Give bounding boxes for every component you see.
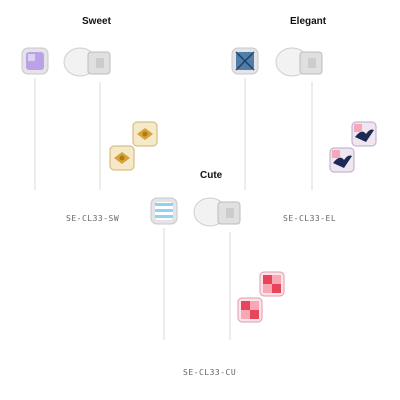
charm-sweet-2	[109, 145, 135, 171]
charm-cute-1	[259, 271, 285, 297]
charm-cute-2	[237, 297, 263, 323]
product-title-cute: Cute	[200, 170, 223, 181]
model-number-cute: SE-CL33-CU	[183, 368, 237, 377]
charm-sweet-1	[132, 121, 158, 147]
model-number-elegant: SE-CL33-EL	[283, 214, 337, 223]
charm-elegant-2	[329, 147, 355, 173]
model-number-sweet: SE-CL33-SW	[66, 214, 120, 223]
charm-elegant-1	[351, 121, 377, 147]
product-title-sweet: Sweet	[82, 16, 111, 27]
product-title-elegant: Elegant	[290, 16, 327, 27]
